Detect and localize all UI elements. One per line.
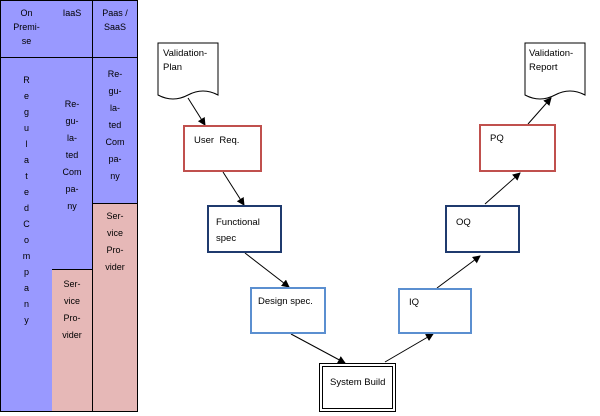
- system-build-box: System Build: [319, 363, 396, 412]
- validation-report-document: [524, 42, 586, 100]
- regulated-company-cell: Re- gu- la- ted Com pa- ny: [52, 58, 92, 270]
- user-requirements-box: User Req.: [183, 125, 262, 172]
- arrow-design-spec-to-system-build: [290, 333, 346, 364]
- column-header-paas-saas: Paas / SaaS: [93, 0, 137, 58]
- oq-box: OQ: [445, 205, 520, 253]
- column-iaas: IaaS Re- gu- la- ted Com pa- ny Ser- vic…: [52, 0, 93, 412]
- arrow-pq-to-report: [527, 97, 552, 125]
- validation-report-label: Validation- Report: [529, 48, 574, 73]
- column-paas-saas: Paas / SaaS Re- gu- la- ted Com pa- ny S…: [93, 0, 138, 412]
- pq-box: PQ: [479, 124, 556, 172]
- arrow-plan-to-user-req: [187, 97, 206, 126]
- arrow-iq-to-oq: [436, 255, 481, 289]
- arrow-oq-to-pq: [484, 172, 521, 205]
- functional-spec-box: Functional spec: [207, 205, 282, 253]
- column-header-on-premise: On Premi- se: [1, 0, 52, 58]
- column-on-premise: On Premi- se R e g u l a t e d C o m p a…: [0, 0, 53, 412]
- arrow-system-build-to-iq: [384, 333, 434, 363]
- regulated-company-cell: Re- gu- la- ted Com pa- ny: [93, 58, 137, 204]
- regulated-company-cell: R e g u l a t e d C o m p a n y: [1, 58, 52, 412]
- responsibility-table: On Premi- se R e g u l a t e d C o m p a…: [0, 0, 138, 412]
- service-provider-cell: Ser- vice Pro- vider: [52, 270, 92, 412]
- arrow-user-req-to-functional-spec: [222, 171, 245, 206]
- column-header-iaas: IaaS: [52, 0, 92, 58]
- arrow-functional-spec-to-design-spec: [244, 252, 290, 288]
- validation-plan-label: Validation- Plan: [163, 48, 208, 73]
- validation-plan-document: [157, 42, 219, 100]
- service-provider-cell: Ser- vice Pro- vider: [93, 204, 137, 412]
- iq-box: IQ: [398, 288, 472, 334]
- design-spec-box: Design spec.: [250, 287, 326, 334]
